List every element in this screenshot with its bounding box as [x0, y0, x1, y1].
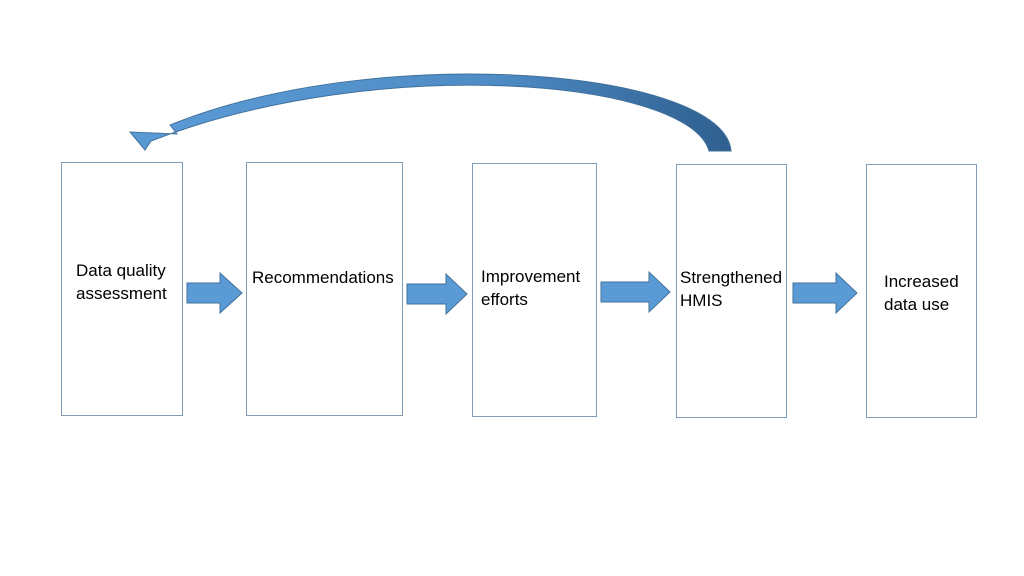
step-label-strengthened-hmis: Strengthened HMIS — [680, 268, 783, 310]
step-box-increased-data-use — [866, 164, 977, 418]
step-box-data-quality-assessment — [61, 162, 183, 416]
connector-arrow-icon-4 — [792, 271, 858, 315]
feedback-curved-arrow-icon — [128, 73, 732, 152]
step-label-increased-data-use: Increased data use — [884, 272, 959, 314]
step-box-improvement-efforts — [472, 163, 597, 417]
step-box-strengthened-hmis — [676, 164, 787, 418]
connector-arrows — [186, 270, 858, 316]
step-label-data-quality-assessment: Data quality assessment — [76, 261, 167, 303]
step-label-improvement-efforts: Improvement efforts — [481, 267, 581, 309]
connector-arrow-icon-3 — [600, 270, 671, 314]
connector-arrow-icon-2 — [406, 272, 468, 316]
step-box-recommendations — [246, 162, 403, 416]
connector-arrow-icon-1 — [186, 271, 243, 315]
step-label-recommendations: Recommendations — [252, 268, 394, 287]
